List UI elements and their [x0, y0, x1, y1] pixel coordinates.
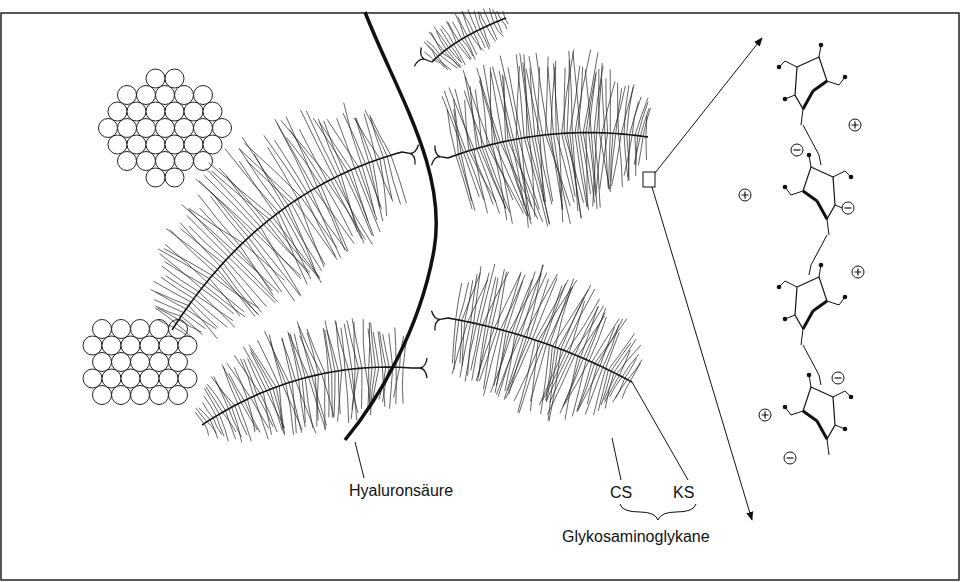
- leader-line: [355, 442, 364, 478]
- leader-line: [612, 438, 621, 480]
- zoom-arrow: [652, 187, 752, 520]
- proteoglycan-bristles: [151, 8, 651, 442]
- part-label: CS: [610, 484, 632, 502]
- glycosaminoglycan-chain: [739, 43, 864, 464]
- part-label: Glykosaminoglykane: [562, 528, 710, 546]
- frame: [1, 13, 959, 580]
- leader-line: [632, 382, 688, 480]
- zoom-box: [643, 172, 655, 187]
- link-proteins: [400, 47, 449, 378]
- hyaluronan-strand: [345, 12, 436, 440]
- zoom-arrow: [655, 38, 762, 173]
- part-label: KS: [673, 484, 694, 502]
- brace: [620, 504, 696, 520]
- part-label: Hyaluronsäure: [349, 482, 453, 500]
- collagen-fibrils: [83, 69, 232, 405]
